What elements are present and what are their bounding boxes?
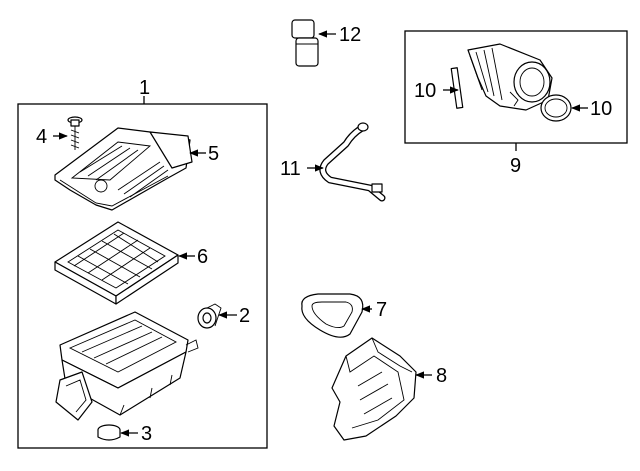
small-grommet-part bbox=[97, 424, 121, 441]
callout-11: 11 bbox=[280, 158, 301, 180]
air-filter-part bbox=[54, 221, 179, 305]
callout-12: 12 bbox=[339, 24, 361, 46]
lower-housing-part bbox=[55, 311, 199, 421]
air-cleaner-assembly-box bbox=[17, 96, 268, 449]
vent-hose-part bbox=[319, 122, 386, 202]
callout-1: 1 bbox=[139, 77, 150, 99]
grommet-part bbox=[197, 303, 222, 329]
callout-10b: 10 bbox=[590, 98, 612, 120]
callout-8: 8 bbox=[436, 365, 447, 387]
upper-cover-part bbox=[54, 127, 193, 211]
clamp-ring-part bbox=[540, 94, 572, 122]
deflector-part bbox=[331, 337, 417, 441]
callout-6: 6 bbox=[197, 246, 208, 268]
sensor-part bbox=[291, 19, 319, 67]
callout-5: 5 bbox=[208, 143, 219, 165]
callout-4: 4 bbox=[36, 126, 47, 148]
clamp-strip-part bbox=[450, 67, 464, 109]
outlet-duct-part bbox=[467, 43, 553, 111]
callout-9: 9 bbox=[510, 155, 521, 177]
screw-part bbox=[67, 116, 83, 150]
callout-7: 7 bbox=[376, 299, 387, 321]
outlet-duct-assembly-box bbox=[404, 30, 628, 151]
callout-2: 2 bbox=[239, 305, 250, 327]
callout-10a: 10 bbox=[414, 80, 436, 102]
seal-part bbox=[301, 293, 364, 338]
callout-3: 3 bbox=[141, 423, 152, 445]
